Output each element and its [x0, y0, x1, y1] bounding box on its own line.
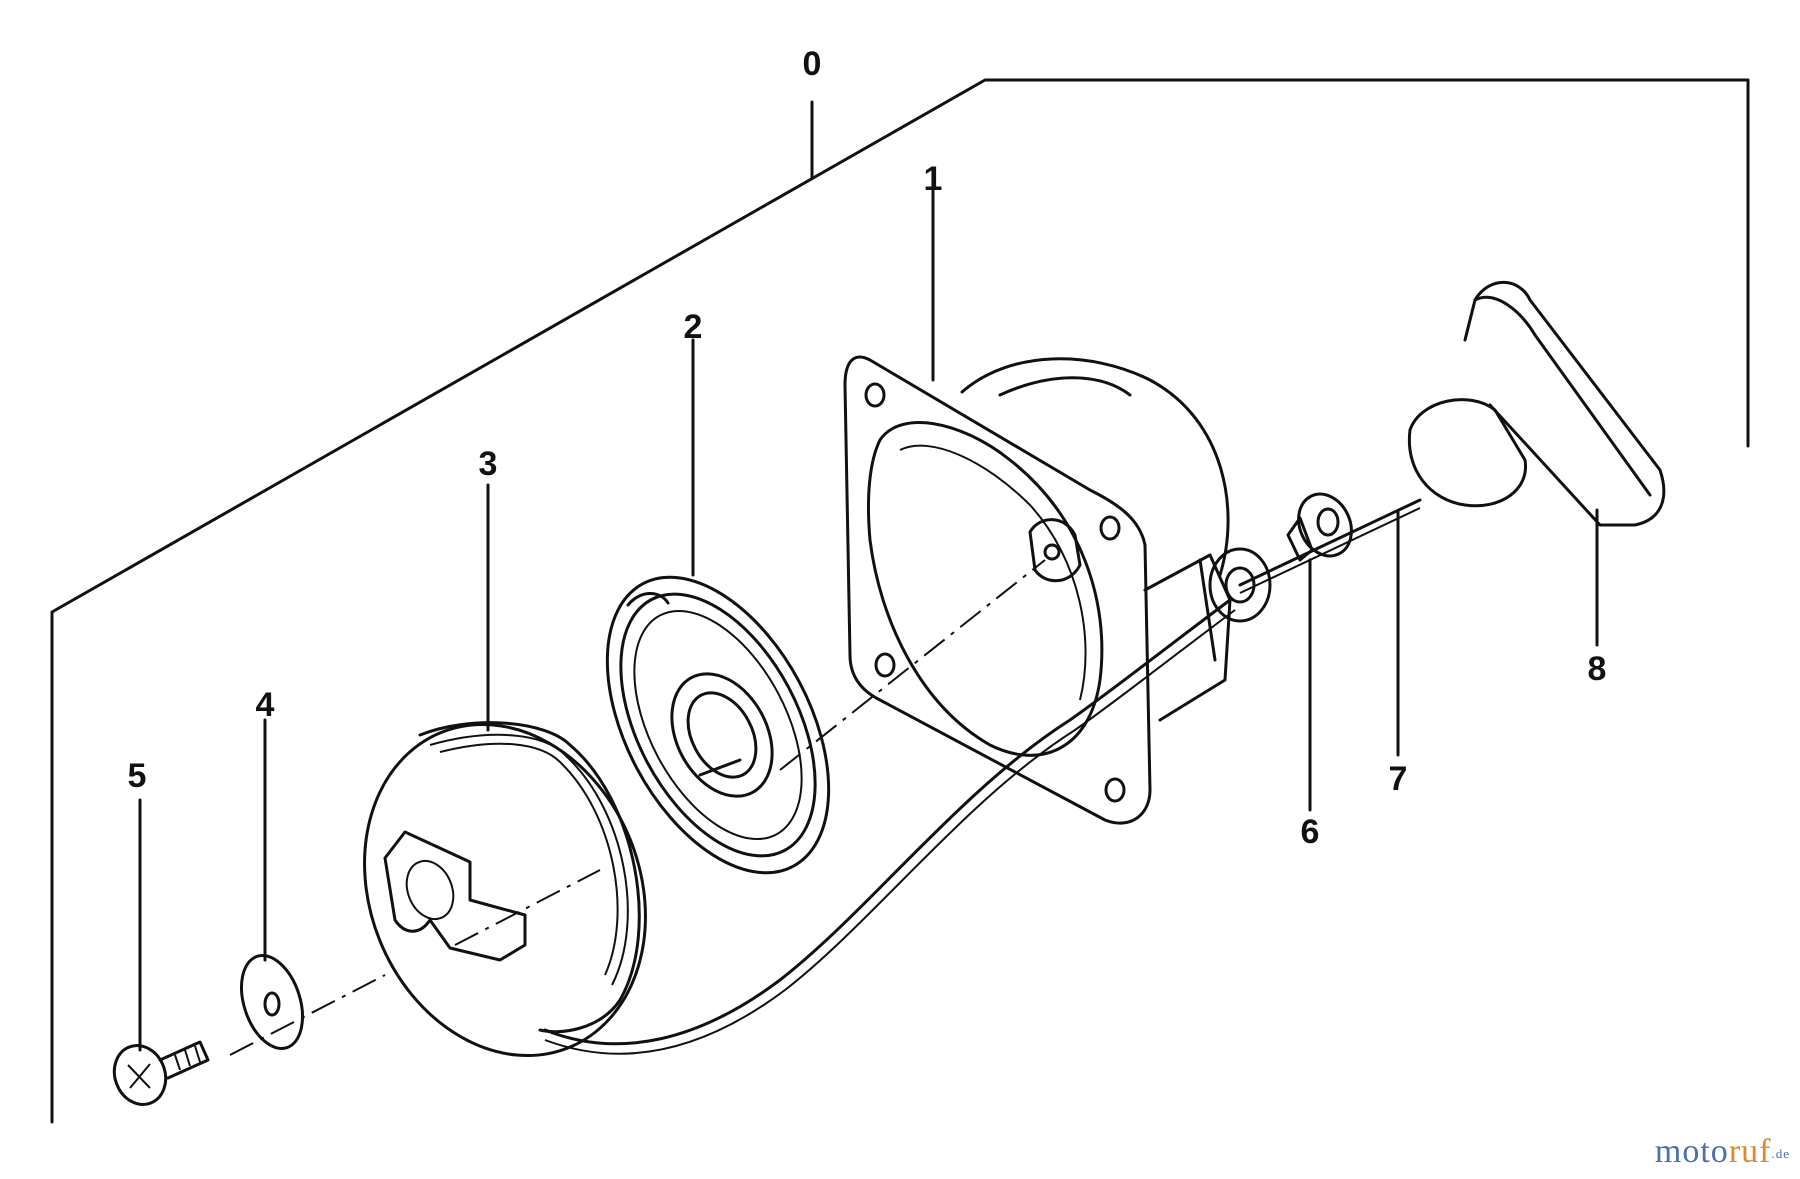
label-spring: 2: [684, 308, 703, 346]
recoil-spring: [605, 575, 831, 875]
label-housing: 1: [924, 160, 943, 198]
watermark-part1: moto: [1654, 1133, 1729, 1170]
washer: [240, 954, 304, 1050]
label-grommet: 6: [1301, 813, 1320, 851]
rope-pulley: [363, 598, 1236, 1058]
label-handle: 8: [1588, 650, 1607, 688]
label-screw: 5: [128, 757, 147, 795]
assembly-bracket: [50, 78, 1750, 1124]
watermark-part2: ruf: [1728, 1133, 1772, 1170]
watermark-logo: motoruf.de: [1655, 1133, 1790, 1171]
starter-handle: [1407, 280, 1666, 527]
starter-rope: [1238, 498, 1422, 594]
assembly-axis: [229, 559, 1046, 1056]
label-assembly: 0: [803, 45, 822, 83]
screw: [112, 1040, 210, 1106]
starter-housing: [843, 355, 1272, 825]
watermark-tld: .de: [1771, 1146, 1790, 1161]
label-rope: 7: [1389, 760, 1408, 798]
leader-lines: [138, 168, 1599, 1052]
label-pulley: 3: [479, 445, 498, 483]
label-washer: 4: [256, 686, 275, 724]
